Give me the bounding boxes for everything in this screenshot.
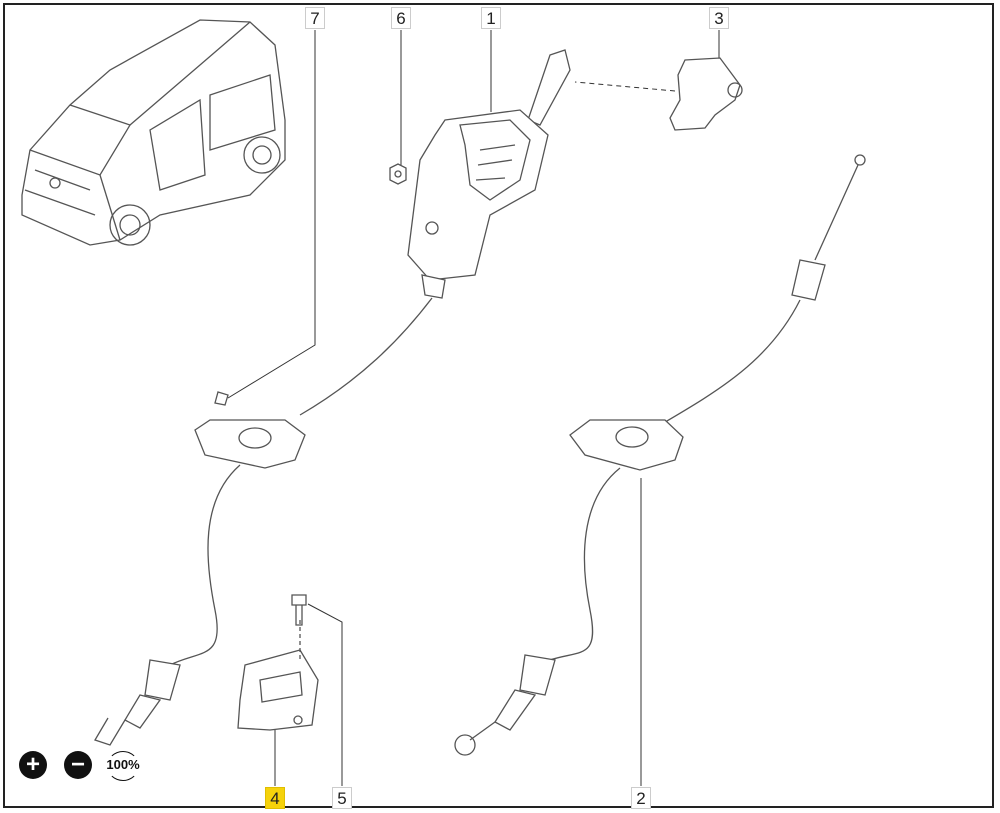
callout-1[interactable]: 1 bbox=[481, 7, 501, 29]
plus-icon: + bbox=[25, 751, 40, 778]
gear-shift-lever-assembly bbox=[407, 49, 571, 299]
vehicle-illustration bbox=[21, 19, 286, 246]
gear-cable-right bbox=[454, 154, 866, 756]
nut-part bbox=[389, 163, 407, 185]
zoom-reset-label: 100% bbox=[106, 757, 140, 772]
callout-7[interactable]: 7 bbox=[305, 7, 325, 29]
zoom-in-button[interactable]: + bbox=[19, 751, 47, 779]
leader-lines bbox=[227, 30, 720, 786]
zoom-out-button[interactable]: − bbox=[64, 751, 92, 779]
gear-cable-left bbox=[94, 297, 433, 746]
gear-knob bbox=[669, 57, 743, 131]
bracket-part bbox=[237, 620, 319, 731]
callout-2[interactable]: 2 bbox=[631, 787, 651, 809]
callout-3[interactable]: 3 bbox=[709, 7, 729, 29]
callout-5[interactable]: 5 bbox=[332, 787, 352, 809]
minus-icon: − bbox=[70, 751, 85, 778]
callout-4[interactable]: 4 bbox=[265, 787, 285, 809]
diagram-frame bbox=[3, 3, 994, 808]
bolt-part bbox=[291, 594, 307, 626]
zoom-reset-button[interactable]: 100% bbox=[104, 750, 142, 781]
callout-6[interactable]: 6 bbox=[391, 7, 411, 29]
